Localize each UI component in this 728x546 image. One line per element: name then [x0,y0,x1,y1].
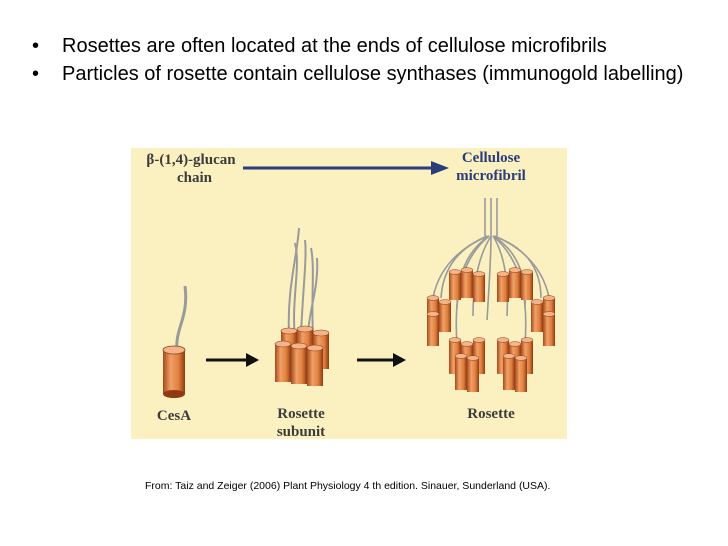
cesa-label: CesA [157,408,191,424]
bullet-list: • Rosettes are often located at the ends … [30,34,710,90]
stage-arrow-head [393,353,406,367]
bullet-item: • Particles of rosette contain cellulose … [30,62,710,87]
bullet-dot: • [32,35,40,57]
rosette-label: Rosette [467,406,515,422]
cellulose-synthesis-figure: β-(1,4)-glucan chain Cellulose microfibr… [131,148,567,439]
top-arrow-head [431,161,449,175]
bullet-text: Rosettes are often located at the ends o… [62,35,607,57]
figure-diagram: β-(1,4)-glucan chain Cellulose microfibr… [146,150,556,439]
bullet-item: • Rosettes are often located at the ends … [30,34,710,59]
rosette-cylinders [426,267,556,392]
glucan-chain-label: β-(1,4)-glucan [146,152,236,168]
bullet-text: Particles of rosette contain cellulose s… [62,63,684,85]
microfibril-label-2: microfibril [456,168,526,184]
rosette-subunit-label-2: subunit [277,424,325,439]
rosette-subunit-label: Rosette [277,406,325,422]
stage-arrow-head [246,353,259,367]
bullet-dot: • [32,63,40,85]
microfibril-label: Cellulose [462,150,521,166]
cesa-strand [175,285,188,351]
figure-caption: From: Taiz and Zeiger (2006) Plant Physi… [145,480,551,492]
glucan-chain-label-2: chain [177,170,213,186]
subunit-strands [287,227,319,343]
subunit-cylinders [274,325,330,386]
cesa-cylinder [162,345,186,398]
